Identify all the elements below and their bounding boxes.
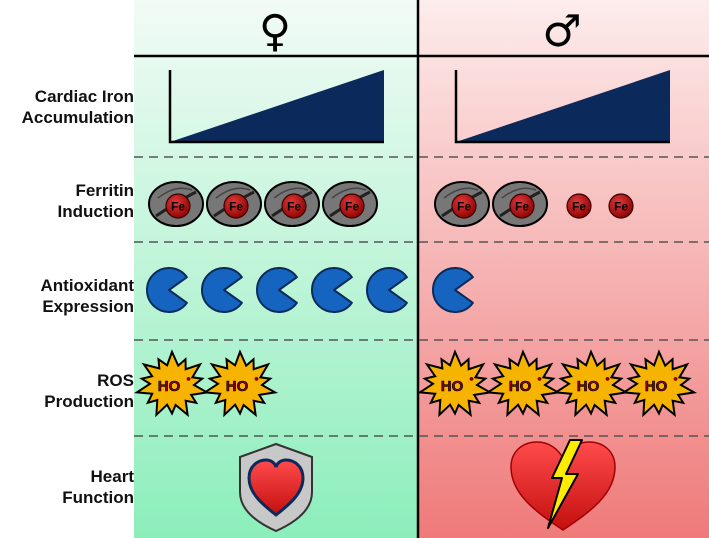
pacman-antioxidant-icon [366,267,408,313]
triangle-ramp-icon [170,70,384,142]
row-label-line: ROS [97,371,134,390]
hydroxyl-radical-burst-icon: HO • [620,349,698,418]
ferritin-cage-icon: Fe [206,181,262,227]
row-label-cardiac-iron: Cardiac Iron Accumulation [0,86,134,128]
ferritin-cage-icon: Fe [322,181,378,227]
pacman-antioxidant-icon [256,267,298,313]
iron-ion-icon: Fe [566,193,592,219]
male-antioxidant-expression [432,267,474,313]
svg-text:HO: HO [645,378,668,395]
female-ferritin-induction: Fe Fe Fe Fe [148,181,378,227]
female-iron-accumulation [168,70,384,144]
male-ferritin-induction: Fe Fe Fe Fe [434,181,634,227]
ferritin-cage-icon: Fe [434,181,490,227]
female-symbol: ♀ [259,6,291,57]
ferritin-cage-icon: Fe [148,181,204,227]
svg-text:•: • [253,373,260,386]
row-label-antioxidant: Antioxidant Expression [0,275,135,317]
hydroxyl-radical-burst-icon: HO • [484,349,562,418]
row-label-line: Accumulation [21,108,134,127]
svg-text:•: • [468,373,475,386]
female-antioxidant-expression [146,267,408,313]
svg-text:Fe: Fe [287,200,301,214]
svg-text:HO: HO [158,378,181,395]
row-label-line: Expression [42,297,134,316]
row-label-ros: ROS Production [0,370,134,412]
svg-text:Fe: Fe [171,200,185,214]
ferritin-cage-icon: Fe [492,181,548,227]
row-label-line: Heart [90,467,134,486]
row-label-line: Ferritin [75,181,134,200]
ramp-axes [168,70,384,144]
svg-text:HO: HO [441,378,464,395]
shielded-heart-icon [239,442,313,533]
svg-text:Fe: Fe [572,200,586,214]
pacman-antioxidant-icon [146,267,188,313]
ferritin-cage-icon: Fe [264,181,320,227]
svg-text:Fe: Fe [345,200,359,214]
ramp-axes [454,70,670,144]
male-iron-accumulation [454,70,670,144]
hydroxyl-radical-burst-icon: HO • [552,349,630,418]
svg-text:Fe: Fe [515,200,529,214]
row-label-line: Function [62,488,134,507]
svg-text:HO: HO [226,378,249,395]
row-label-line: Cardiac Iron [34,87,134,106]
svg-text:HO: HO [509,378,532,395]
row-dividers [134,156,709,437]
svg-text:HO: HO [577,378,600,395]
svg-text:Fe: Fe [229,200,243,214]
broken-heart-icon [510,439,616,531]
svg-text:Fe: Fe [614,200,628,214]
hydroxyl-radical-burst-icon: HO • [416,349,494,418]
male-ros-production: HO • HO • HO • HO • [416,349,698,418]
svg-text:•: • [672,373,679,386]
pacman-antioxidant-icon [201,267,243,313]
hydroxyl-radical-burst-icon: HO • [133,349,211,418]
triangle-ramp-icon [456,70,670,142]
row-label-ferritin: Ferritin Induction [0,180,134,222]
female-ros-production: HO • HO • [133,349,279,418]
svg-text:•: • [604,373,611,386]
svg-text:•: • [185,373,192,386]
row-label-heart-function: Heart Function [0,466,134,508]
hydroxyl-radical-burst-icon: HO • [201,349,279,418]
pacman-antioxidant-icon [432,267,474,313]
lightning-bolt-icon [547,439,583,529]
pacman-antioxidant-icon [311,267,353,313]
iron-ion-icon: Fe [608,193,634,219]
svg-text:•: • [536,373,543,386]
row-label-line: Production [44,392,134,411]
svg-text:Fe: Fe [457,200,471,214]
row-label-line: Antioxidant [40,276,135,295]
row-label-line: Induction [57,202,134,221]
male-symbol: ♂ [542,6,581,57]
